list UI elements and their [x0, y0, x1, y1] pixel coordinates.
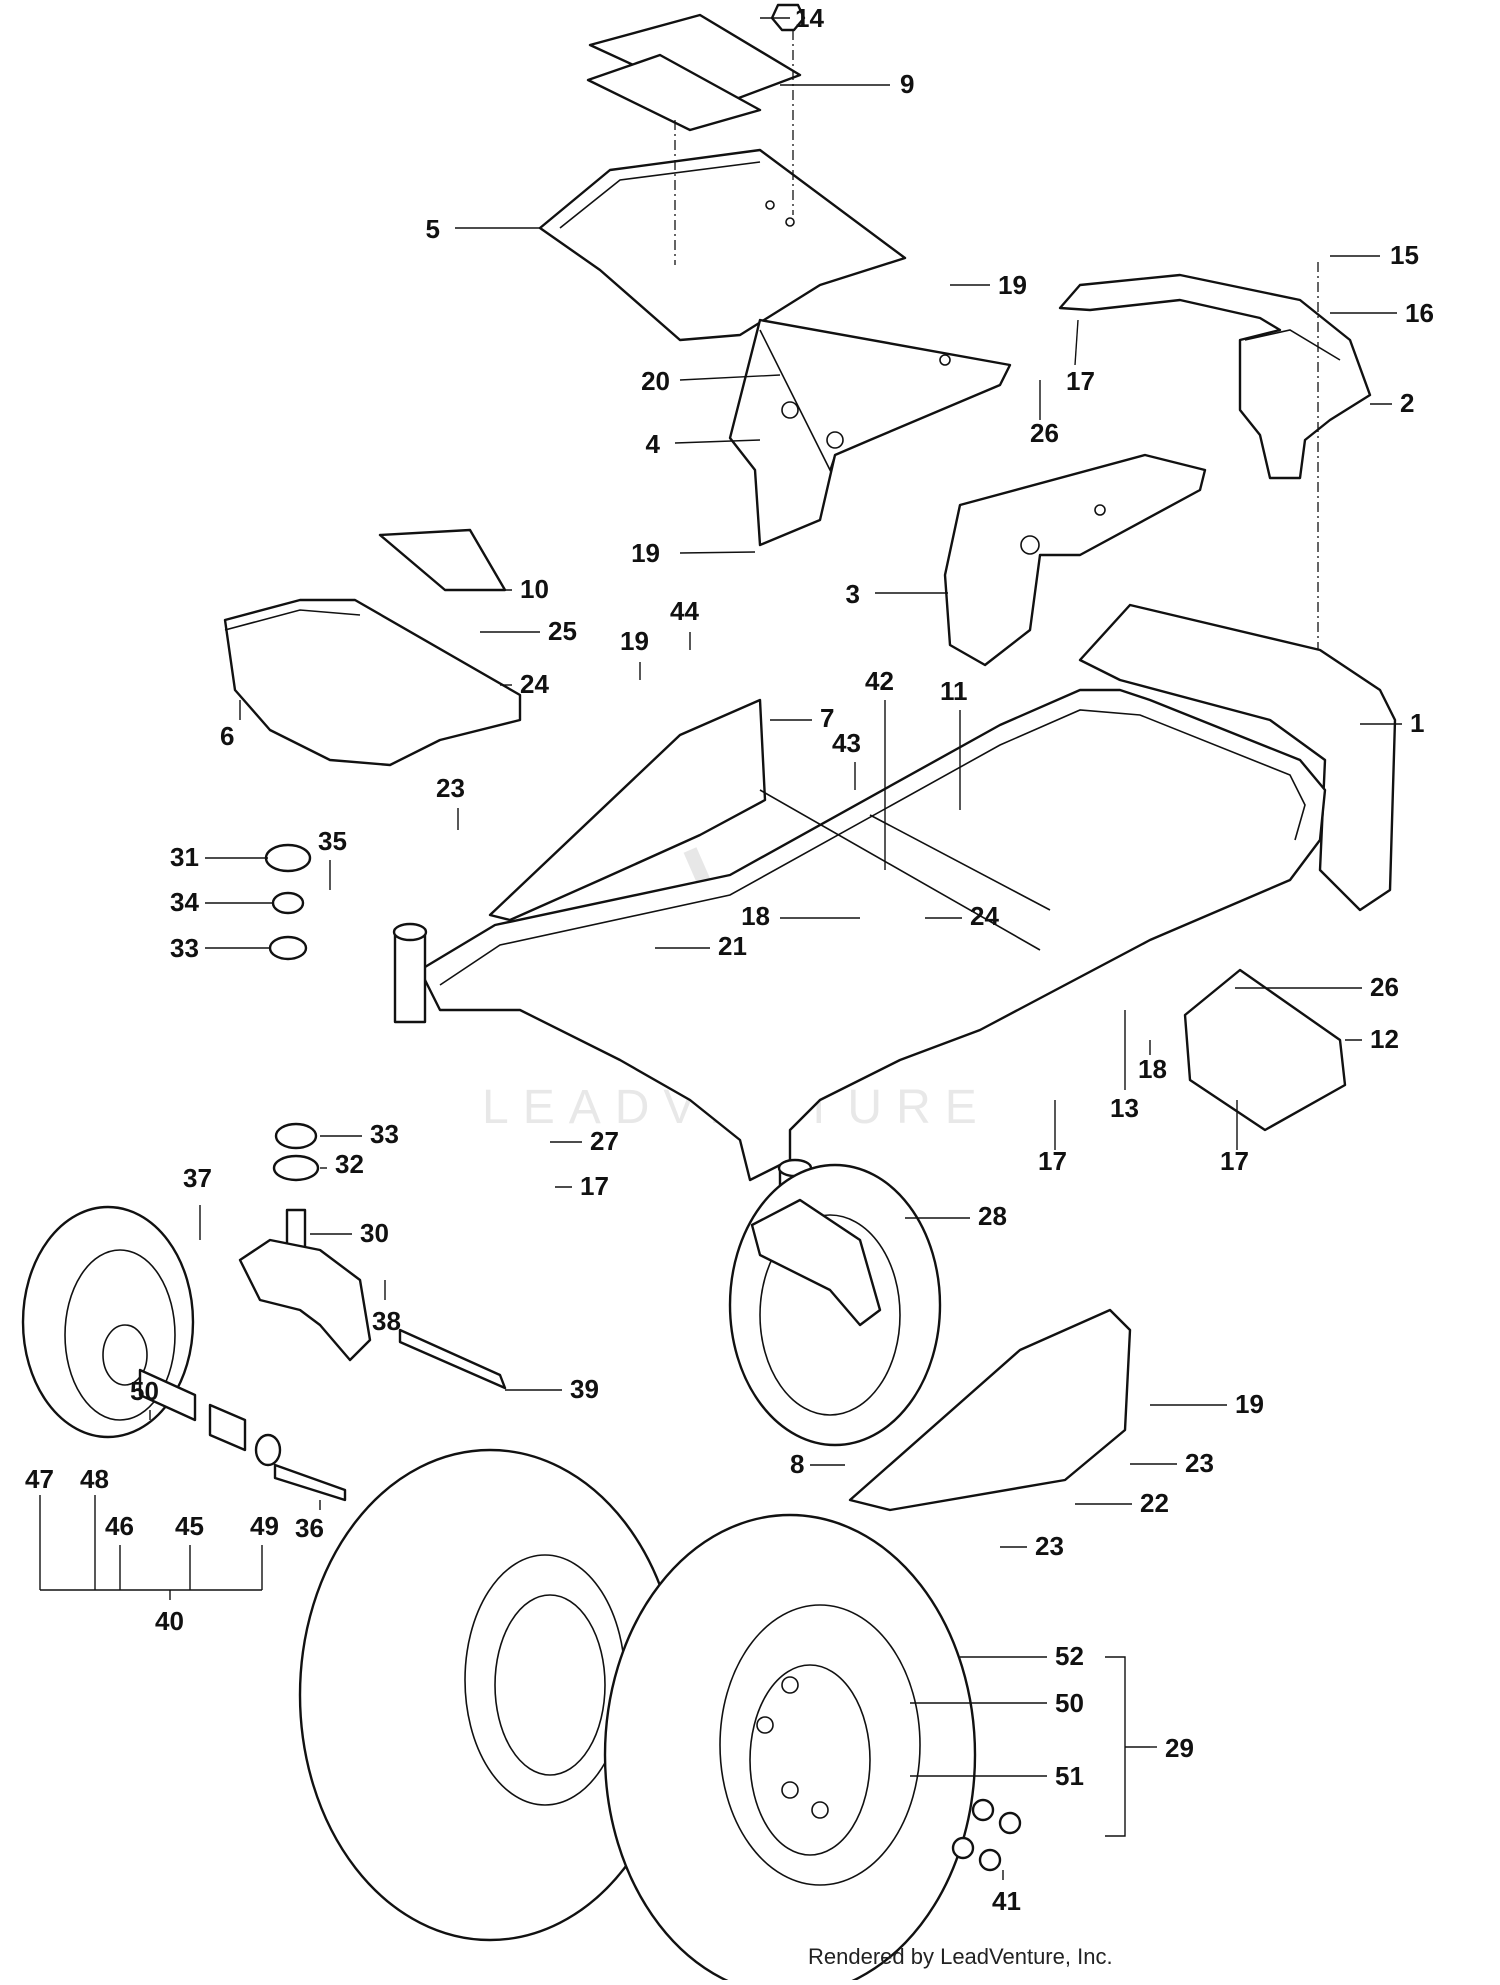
- part-31-cap: [264, 843, 312, 873]
- callout-41: 41: [992, 1886, 1021, 1916]
- part-2-handle: [1058, 273, 1372, 480]
- callout-38: 38: [372, 1306, 401, 1336]
- part-7-left-panel: [488, 698, 767, 922]
- callout-35: 35: [318, 826, 347, 856]
- part-34-nut: [271, 891, 305, 915]
- callout-17: 17: [1066, 366, 1095, 396]
- callout-30: 30: [360, 1218, 389, 1248]
- part-41-lug-nuts: [951, 1798, 1022, 1872]
- callout-33: 33: [170, 933, 199, 963]
- callout-12: 12: [1370, 1024, 1399, 1054]
- callout-13: 13: [1110, 1093, 1139, 1123]
- callout-46: 46: [105, 1511, 134, 1541]
- part-3-bracket: [943, 453, 1207, 667]
- callout-51: 51: [1055, 1761, 1084, 1791]
- callout-29: 29: [1165, 1733, 1194, 1763]
- callout-22: 22: [1140, 1488, 1169, 1518]
- callout-43: 43: [832, 728, 861, 758]
- callout-16: 16: [1405, 298, 1434, 328]
- part-4-seat-bracket: [728, 318, 1012, 547]
- callout-33: 33: [370, 1119, 399, 1149]
- callout-36: 36: [295, 1513, 324, 1543]
- callout-14: 14: [795, 3, 824, 33]
- callout-49: 49: [250, 1511, 279, 1541]
- callout-19: 19: [1235, 1389, 1264, 1419]
- leader-lines: [39, 17, 1402, 1880]
- callout-18: 18: [741, 901, 770, 931]
- part-6-cover: [223, 598, 522, 767]
- leader-line: [674, 439, 761, 444]
- callout-45: 45: [175, 1511, 204, 1541]
- callout-4: 4: [646, 429, 661, 459]
- callout-15: 15: [1390, 240, 1419, 270]
- leader-line: [679, 551, 756, 554]
- bracket-29: [1105, 1656, 1150, 1837]
- part-39-bolt: [398, 1328, 507, 1390]
- callout-18: 18: [1138, 1054, 1167, 1084]
- callout-17: 17: [1038, 1146, 1067, 1176]
- callout-19: 19: [998, 270, 1027, 300]
- callout-8: 8: [790, 1449, 804, 1479]
- callout-19: 19: [631, 538, 660, 568]
- rear-wheel-outer: [603, 1513, 977, 1985]
- callout-26: 26: [1370, 972, 1399, 1002]
- callout-6: 6: [220, 721, 234, 751]
- callout-5: 5: [426, 214, 440, 244]
- callout-23: 23: [436, 773, 465, 803]
- callout-17: 17: [1220, 1146, 1249, 1176]
- part-30-caster-fork: [238, 1208, 372, 1362]
- callout-24: 24: [520, 669, 549, 699]
- callout-3: 3: [846, 579, 860, 609]
- caster-wheel-front: [728, 1163, 942, 1447]
- callout-23: 23: [1035, 1531, 1064, 1561]
- callout-47: 47: [25, 1464, 54, 1494]
- callout-39: 39: [570, 1374, 599, 1404]
- callout-20: 20: [641, 366, 670, 396]
- part-10-plate: [378, 528, 507, 592]
- callout-10: 10: [520, 574, 549, 604]
- callout-7: 7: [820, 703, 834, 733]
- part-12-cover: [1183, 968, 1347, 1132]
- part-33-bearing-upper: [274, 1122, 318, 1150]
- callout-1: 1: [1410, 708, 1424, 738]
- credit-text: Rendered by LeadVenture, Inc.: [808, 1944, 1113, 1969]
- part-32-seal: [272, 1154, 320, 1182]
- callout-2: 2: [1400, 388, 1414, 418]
- part-5-floor-plate: [538, 148, 907, 342]
- callout-19: 19: [620, 626, 649, 656]
- callout-34: 34: [170, 887, 199, 917]
- leader-line: [1074, 319, 1079, 366]
- leader-line: [679, 374, 781, 381]
- callout-37: 37: [183, 1163, 212, 1193]
- callout-24: 24: [970, 901, 999, 931]
- callout-50: 50: [1055, 1688, 1084, 1718]
- callout-52: 52: [1055, 1641, 1084, 1671]
- callout-42: 42: [865, 666, 894, 696]
- callout-11: 11: [940, 676, 968, 706]
- part-33-bearing-lower: [268, 935, 308, 961]
- callout-26: 26: [1030, 418, 1059, 448]
- callout-27: 27: [590, 1126, 619, 1156]
- callout-25: 25: [548, 616, 577, 646]
- callout-44: 44: [670, 596, 699, 626]
- callout-32: 32: [335, 1149, 364, 1179]
- callout-9: 9: [900, 69, 914, 99]
- part-45-axle-assembly: [138, 1368, 347, 1502]
- callout-17: 17: [580, 1171, 609, 1201]
- callout-23: 23: [1185, 1448, 1214, 1478]
- callout-40: 40: [155, 1606, 184, 1636]
- callout-28: 28: [978, 1201, 1007, 1231]
- callout-31: 31: [170, 842, 199, 872]
- callout-48: 48: [80, 1464, 109, 1494]
- callout-50: 50: [130, 1376, 159, 1406]
- part-9-decals: [586, 13, 802, 132]
- callout-21: 21: [718, 931, 747, 961]
- part-8-right-panel: [848, 1308, 1132, 1512]
